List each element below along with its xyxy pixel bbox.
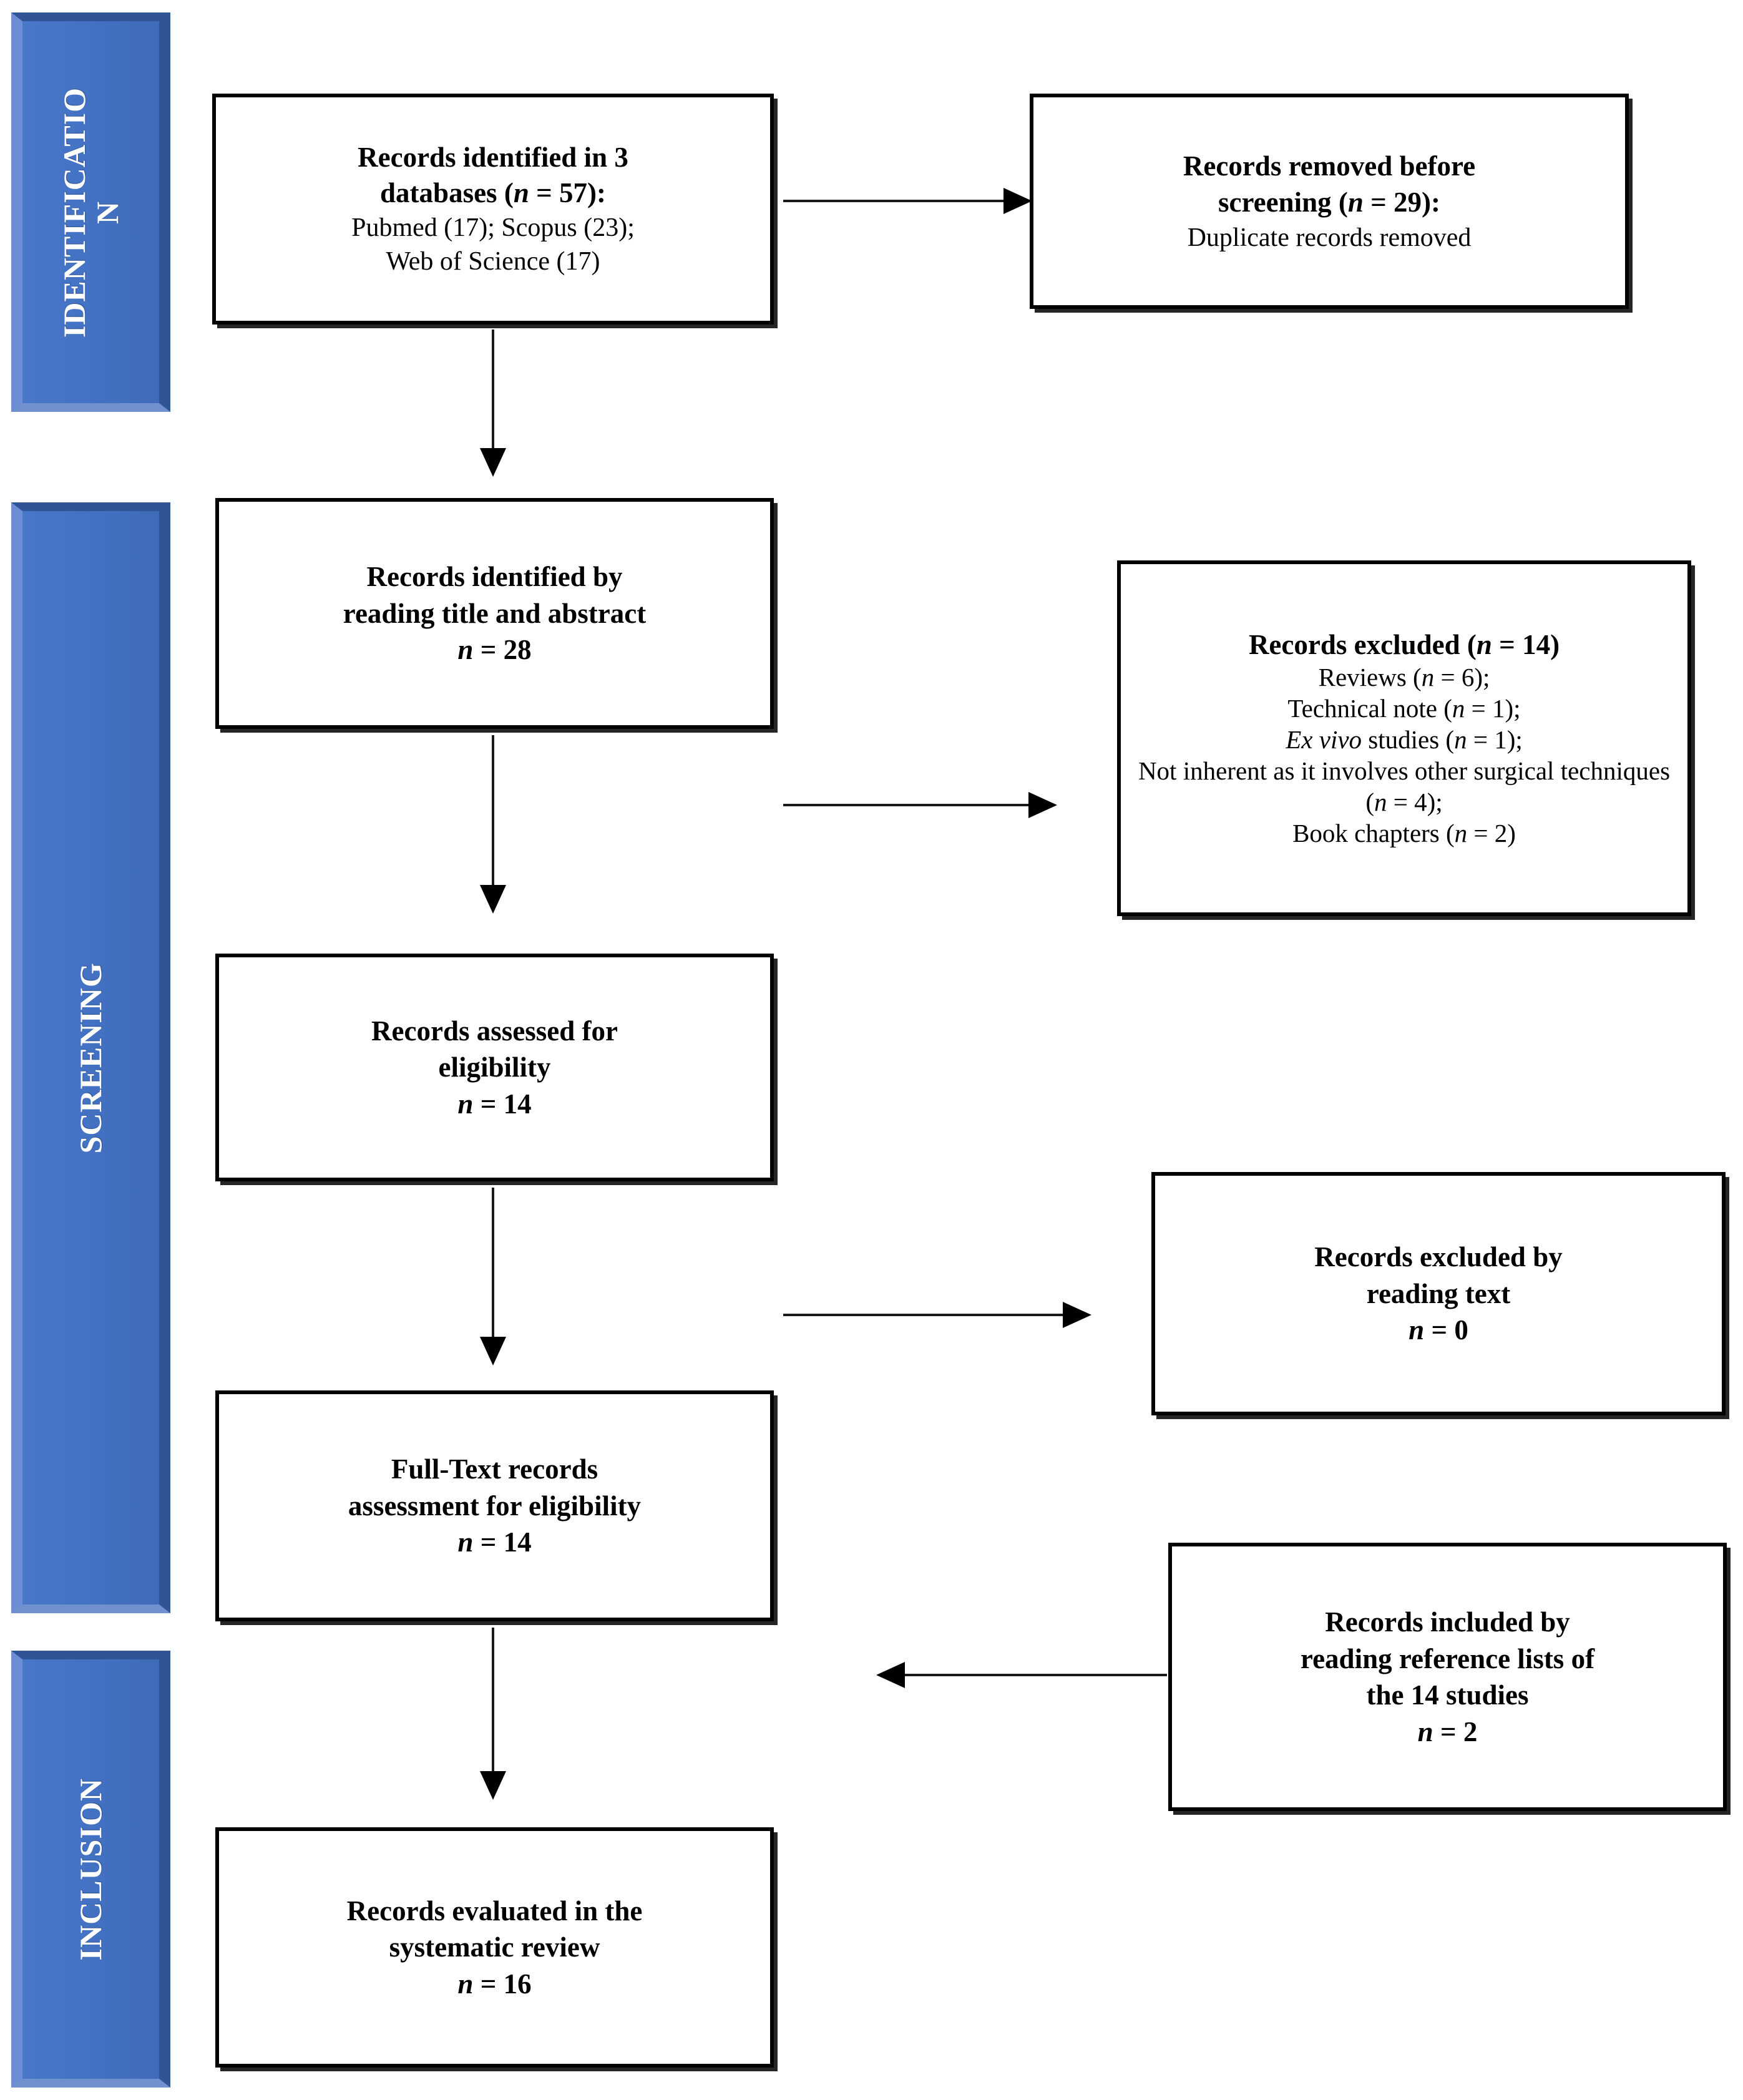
box4-reason-2: Ex vivo studies (n = 1); <box>1286 725 1523 755</box>
connector-assessed-to-excludedtext <box>783 1314 1064 1316</box>
arrowhead-assessed-to-excludedtext <box>1063 1302 1091 1328</box>
arrowhead-titleabstract-to-assessed <box>480 885 506 914</box>
box4-reason-0: Reviews (n = 6); <box>1318 663 1490 692</box>
box5-line3-n: n <box>457 1088 474 1120</box>
box5-line2: eligibility <box>438 1052 551 1083</box>
box8-line4-n: n <box>1417 1716 1433 1747</box>
box7-line3-post: = 14 <box>473 1526 532 1558</box>
box8-line3: the 14 studies <box>1366 1679 1529 1711</box>
arrowhead-titleabstract-to-excluded <box>1028 792 1057 818</box>
box6-line1: Records excluded by <box>1314 1241 1563 1273</box>
box5-line3-post: = 14 <box>473 1088 532 1120</box>
box-records-evaluated-systematic-review: Records evaluated in the systematic revi… <box>215 1827 774 2068</box>
box2-line2-post: = 29): <box>1363 187 1441 218</box>
box1-line2: databases (n = 57): <box>225 175 761 212</box>
stage-label-screening: SCREENING <box>73 962 109 1154</box>
box6-line2: reading text <box>1366 1277 1511 1309</box>
stage-label-inclusion: INCLUSION <box>73 1777 109 1961</box>
box9-line3-n: n <box>457 1968 474 2000</box>
arrowhead-referencelists-to-fulltext <box>876 1662 905 1688</box>
box-records-excluded-reading-text: Records excluded by reading text n = 0 <box>1151 1172 1726 1415</box>
box8-line1: Records included by <box>1325 1606 1570 1638</box>
box9-line2: systematic review <box>389 1932 600 1963</box>
box2-line2-pre: screening ( <box>1218 187 1348 218</box>
box3-line3-n: n <box>457 634 474 666</box>
box8-line2: reading reference lists of <box>1300 1643 1595 1674</box>
stage-bar-identification: IDENTIFICATIO N <box>11 12 170 412</box>
box-records-excluded-screening: Records excluded (n = 14) Reviews (n = 6… <box>1117 560 1691 916</box>
box6-line3: n = 0 <box>1164 1312 1713 1349</box>
box4-reason-3: Not inherent as it involves other surgic… <box>1138 756 1671 817</box>
stage-bar-screening: SCREENING <box>11 502 170 1613</box>
box7-line2: assessment for eligibility <box>348 1490 642 1521</box>
box3-line3-post: = 28 <box>473 634 532 666</box>
box4-reason-4: Book chapters (n = 2) <box>1292 819 1516 848</box>
arrowhead-assessed-to-fulltext <box>480 1337 506 1365</box>
box9-line3-post: = 16 <box>473 1968 532 2000</box>
box-records-included-reference-lists: Records included by reading reference li… <box>1168 1543 1727 1811</box>
box-records-identified-title-abstract: Records identified by reading title and … <box>215 498 774 729</box>
box9-line3: n = 16 <box>228 1966 761 2003</box>
box2-line2: screening (n = 29): <box>1042 184 1616 221</box>
connector-titleabstract-to-excluded <box>783 804 1030 806</box>
connector-identified-to-titleabstract <box>492 330 494 451</box>
box6-line3-post: = 0 <box>1424 1314 1468 1346</box>
arrowhead-fulltext-to-evaluated <box>480 1771 506 1800</box>
box7-line1: Full-Text records <box>391 1453 598 1485</box>
box2-line1: Records removed before <box>1183 150 1476 182</box>
box1-line4: Web of Science (17) <box>386 247 600 276</box>
box8-line4: n = 2 <box>1181 1714 1714 1751</box>
box5-line1: Records assessed for <box>371 1015 618 1047</box>
box6-line3-n: n <box>1409 1314 1425 1346</box>
box4-reason-1: Technical note (n = 1); <box>1287 694 1521 723</box>
connector-referencelists-to-fulltext <box>905 1674 1167 1676</box>
box-records-removed-before-screening: Records removed before screening (n = 29… <box>1030 94 1629 309</box>
box1-line3: Pubmed (17); Scopus (23); <box>351 213 635 242</box>
box4-heading-n: n <box>1476 628 1492 660</box>
box2-line3: Duplicate records removed <box>1187 223 1472 252</box>
connector-fulltext-to-evaluated <box>492 1628 494 1774</box>
stage-bar-inclusion: INCLUSION <box>11 1651 170 2088</box>
box-records-assessed-eligibility: Records assessed for eligibility n = 14 <box>215 954 774 1181</box>
connector-assessed-to-fulltext <box>492 1188 494 1341</box>
box5-line3: n = 14 <box>228 1086 761 1123</box>
arrowhead-identified-to-titleabstract <box>480 448 506 477</box>
box-fulltext-assessment: Full-Text records assessment for eligibi… <box>215 1390 774 1621</box>
box-records-identified-databases: Records identified in 3 databases (n = 5… <box>212 94 774 325</box>
box7-line3: n = 14 <box>228 1524 761 1561</box>
connector-identified-to-removed <box>783 200 1005 202</box>
box4-heading: Records excluded (n = 14) <box>1132 628 1676 662</box>
box3-line1: Records identified by <box>366 561 623 593</box>
box1-line2-post: = 57): <box>529 177 606 209</box>
box3-line3: n = 28 <box>228 632 761 668</box>
box1-line2-pre: databases ( <box>380 177 514 209</box>
connector-titleabstract-to-assessed <box>492 735 494 888</box>
arrowhead-identified-to-removed <box>1003 188 1032 214</box>
box1-line2-n: n <box>513 177 529 209</box>
box8-line4-post: = 2 <box>1433 1716 1478 1747</box>
stage-label-identification: IDENTIFICATIO N <box>57 87 125 338</box>
box2-line2-n: n <box>1347 187 1364 218</box>
box3-line2: reading title and abstract <box>343 597 647 629</box>
box1-line1: Records identified in 3 <box>358 141 628 173</box>
box9-line1: Records evaluated in the <box>346 1895 643 1927</box>
box4-heading-pre: Records excluded ( <box>1248 628 1477 660</box>
box7-line3-n: n <box>457 1526 474 1558</box>
box4-heading-post: = 14) <box>1492 628 1560 660</box>
